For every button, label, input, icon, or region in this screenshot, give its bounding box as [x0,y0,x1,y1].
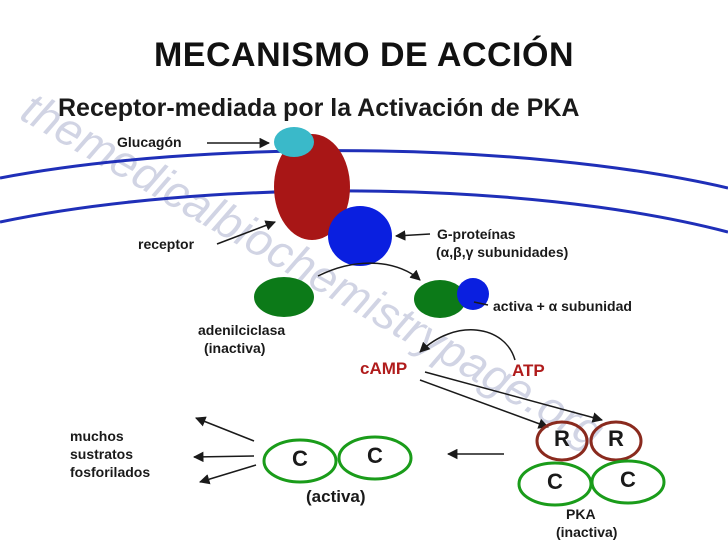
g-protein-shape [328,206,392,266]
active-catalytic-ring-1 [262,438,338,484]
label-camp: cAMP [360,359,408,378]
label-pka: PKA [566,506,596,522]
glucagon-shape [274,127,314,157]
active-c1-letter: C [292,446,308,471]
label-receptor: receptor [138,236,195,252]
label-phosphorylated: fosforilados [70,464,151,480]
inactive-c1-letter: C [547,469,563,494]
figure-title: Receptor-mediada por la Activación de PK… [58,94,580,122]
label-glucagon: Glucagón [117,134,182,150]
inactive-c2-letter: C [620,467,636,492]
label-atp: ATP [512,361,545,380]
regulatory-ring-2 [589,420,643,462]
arrow-substrate-1 [195,416,255,442]
label-substrates: sustratos [70,446,134,462]
slide-title: MECANISMO DE ACCIÓN [153,36,575,74]
r2-letter: R [608,426,624,451]
membrane-inner-line [0,189,728,234]
label-g-subunits: (α,β,γ subunidades) [436,244,569,260]
adenylate-cyclase-active-shape [414,280,466,318]
label-cyclase-inactive: (inactiva) [204,340,266,356]
label-active-alpha: activa + α subunidad [493,298,632,314]
arrow-camp-to-r1 [419,379,549,429]
arrow-substrate-3 [198,464,257,485]
label-adenylate-cyclase: adenilciclasa [198,322,286,338]
regulatory-ring-1 [535,420,589,462]
inactive-catalytic-ring-2 [590,459,666,505]
arrow-atp-to-camp [419,329,516,361]
alpha-subunit-shape [457,278,489,310]
label-pka-inactive: (inactiva) [556,524,618,540]
label-g-proteins: G-proteínas [437,226,516,242]
active-c2-letter: C [367,443,383,468]
r1-letter: R [554,426,570,451]
arrow-active-alpha [473,301,489,306]
membrane-outer-line [0,149,728,190]
label-many: muchos [70,428,124,444]
arrow-receptor [216,220,276,245]
arrow-substrate-2 [192,451,255,463]
adenylate-cyclase-inactive-shape [254,277,314,317]
label-active: (activa) [306,487,366,506]
active-catalytic-ring-2 [337,435,413,481]
arrow-activation [317,262,421,281]
receptor-shape [274,134,350,240]
arrow-camp-to-r2 [424,371,604,423]
arrow-g-proteins [394,230,431,241]
